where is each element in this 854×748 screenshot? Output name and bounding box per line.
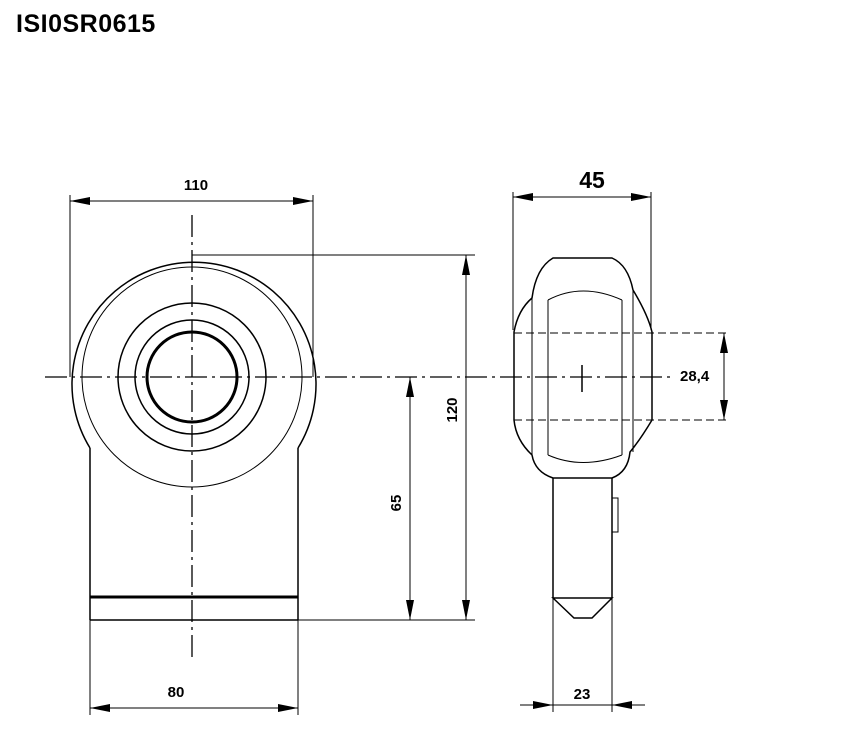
ball-curve-bottom [547, 454, 623, 463]
dimension-80 [89, 620, 299, 715]
dim-label-height-total: 120 [444, 397, 461, 422]
front-view [45, 215, 690, 662]
dimension-23 [520, 598, 645, 712]
dim-label-width-top: 110 [184, 177, 208, 194]
dim-label-shank: 23 [574, 686, 591, 703]
dim-label-width-bottom: 80 [168, 684, 185, 701]
grease-nipple [611, 497, 619, 533]
dim-label-height-center: 65 [388, 495, 405, 512]
drawing-title: ISI0SR0615 [16, 10, 156, 38]
dim-label-thickness: 45 [579, 167, 605, 193]
side-view [513, 257, 730, 619]
dim-label-bore: 28,4 [680, 368, 710, 385]
dimension-110 [69, 195, 314, 377]
ball-curve-top [547, 290, 623, 301]
dimension-45 [512, 192, 652, 330]
shank-tip [551, 597, 614, 619]
dimension-120 [192, 254, 475, 621]
eye-outline [71, 261, 317, 449]
